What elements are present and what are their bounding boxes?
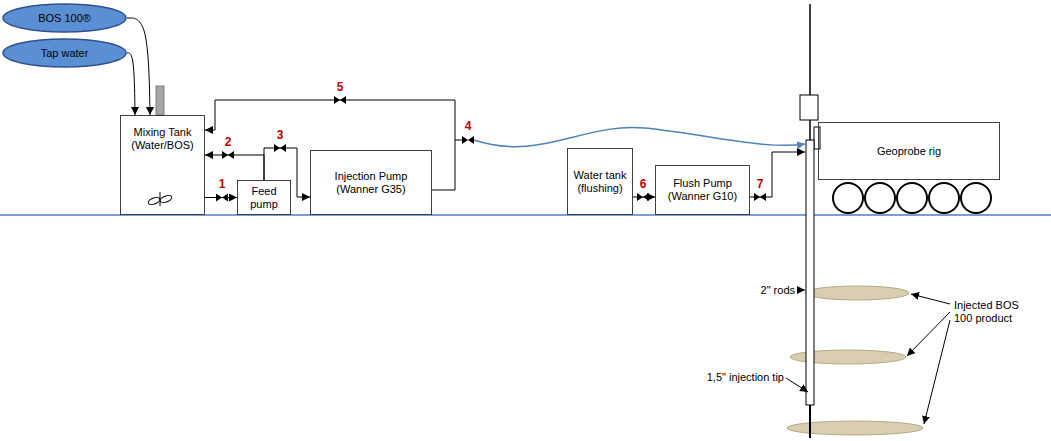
pump-box: Feed pump: [237, 180, 291, 215]
leader-line: [798, 290, 805, 291]
tank-box: Mixing Tank (Water/BOS): [120, 115, 205, 215]
flush-line: [750, 152, 805, 197]
ellipse-outline: [3, 39, 126, 67]
injection-hose: [474, 127, 805, 146]
flow-pipe: [127, 53, 135, 115]
flow-pipe: [633, 197, 655, 198]
node-text: Geoprobe rig: [877, 145, 941, 158]
rig-box: Geoprobe rig: [818, 122, 1000, 180]
input-ellipse: Tap water: [2, 38, 127, 68]
node-text: Feed pump: [241, 185, 287, 211]
part-label: 2" rods: [761, 284, 795, 297]
node-text: BOS 100®: [38, 12, 91, 25]
mixer-shaft: [156, 86, 164, 115]
flow-pipe: [205, 197, 237, 198]
ellipse-outline: [3, 4, 126, 32]
pump-box: Injection Pump (Wanner G35): [310, 150, 432, 215]
node-text: Injection Pump (Wanner G35): [325, 170, 417, 196]
injection-tip: [809, 405, 811, 438]
callout-number: 6: [640, 178, 647, 191]
node-text: Tap water: [41, 47, 89, 60]
flow-pipe: [127, 18, 150, 115]
node-text: Water tank (flushing): [570, 169, 630, 195]
leader-line: [911, 294, 950, 304]
flow-pipe: [205, 155, 264, 180]
flow-pipe: [205, 100, 455, 190]
mixer-propeller: [147, 192, 172, 206]
callout-number: 4: [465, 120, 472, 133]
node-text: Mixing Tank (Water/BOS): [125, 126, 201, 152]
callout-number: 7: [757, 178, 764, 191]
leader-line: [907, 312, 950, 356]
pipe: [455, 140, 462, 141]
node-text: Flush Pump (Wanner G10): [661, 177, 745, 203]
callout-number: 5: [337, 81, 344, 94]
injected-lens: [805, 286, 909, 300]
part-label: Injected BOS 100 product: [954, 299, 1034, 325]
callout-number: 2: [225, 136, 232, 149]
injected-lens: [787, 421, 923, 435]
input-ellipse: BOS 100®: [2, 3, 127, 33]
leader-line: [924, 320, 950, 424]
pump-box: Flush Pump (Wanner G10): [655, 165, 750, 215]
rig-wheels: [833, 183, 991, 213]
part-label: 1,5" injection tip: [707, 371, 784, 384]
callout-number: 1: [219, 178, 226, 191]
mast-mount: [814, 127, 820, 149]
leader-line: [786, 378, 808, 392]
tank-box: Water tank (flushing): [567, 148, 633, 215]
mast-head: [800, 95, 818, 120]
injection-rods: [806, 140, 814, 405]
callout-number: 3: [277, 129, 284, 142]
